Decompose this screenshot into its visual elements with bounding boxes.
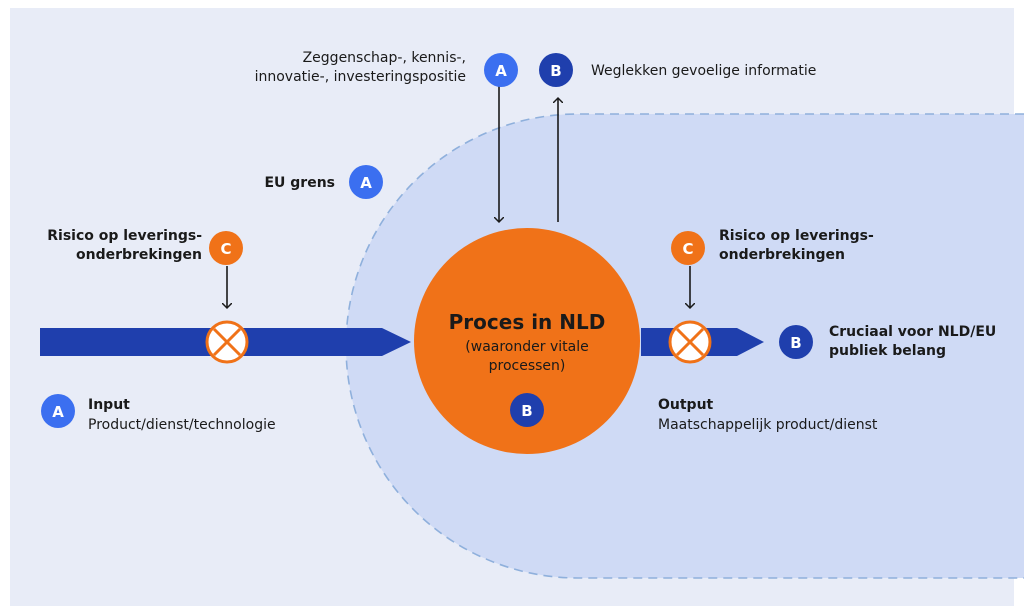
badge-b-crucial [779, 325, 813, 359]
input-subtitle: Product/dienst/technologie [88, 417, 276, 433]
risk-left-line2: onderbrekingen [76, 247, 202, 263]
badge-a-input [41, 394, 75, 428]
badge-a-eu [349, 165, 383, 199]
top-left-label-line2: innovatie-, investeringspositie [255, 69, 466, 85]
output-subtitle: Maatschappelijk product/dienst [658, 417, 878, 433]
badge-b-crucial-label: B [790, 334, 801, 352]
process-title: Proces in NLD [449, 310, 606, 334]
risk-right-line1: Risico op leverings- [719, 228, 874, 244]
badge-a-top-label: A [495, 62, 507, 80]
eu-border-label: EU grens [264, 175, 335, 191]
process-circle [414, 228, 640, 454]
risk-right-line2: onderbrekingen [719, 247, 845, 263]
output-title: Output [658, 397, 714, 413]
disruption-right-icon [668, 320, 712, 364]
badge-c-right [671, 231, 705, 265]
badge-c-left [209, 231, 243, 265]
badge-b-process-label: B [521, 402, 532, 420]
badge-a-top [484, 53, 518, 87]
input-title: Input [88, 397, 130, 413]
process-subtitle-line1: (waaronder vitale [465, 339, 588, 355]
badge-a-eu-label: A [360, 174, 372, 192]
badge-a-input-label: A [52, 403, 64, 421]
badge-c-right-label: C [682, 240, 693, 258]
badge-b-top-label: B [550, 62, 561, 80]
process-subtitle-line2: processen) [489, 358, 566, 374]
badge-b-process [510, 393, 544, 427]
disruption-left-icon [205, 320, 249, 364]
badge-b-top [539, 53, 573, 87]
badge-c-left-label: C [220, 240, 231, 258]
top-left-label-line1: Zeggenschap-, kennis-, [303, 50, 466, 66]
crucial-line1: Cruciaal voor NLD/EU [829, 324, 996, 340]
risk-left-line1: Risico op leverings- [47, 228, 202, 244]
crucial-line2: publiek belang [829, 343, 946, 359]
top-right-label: Weglekken gevoelige informatie [591, 63, 816, 79]
